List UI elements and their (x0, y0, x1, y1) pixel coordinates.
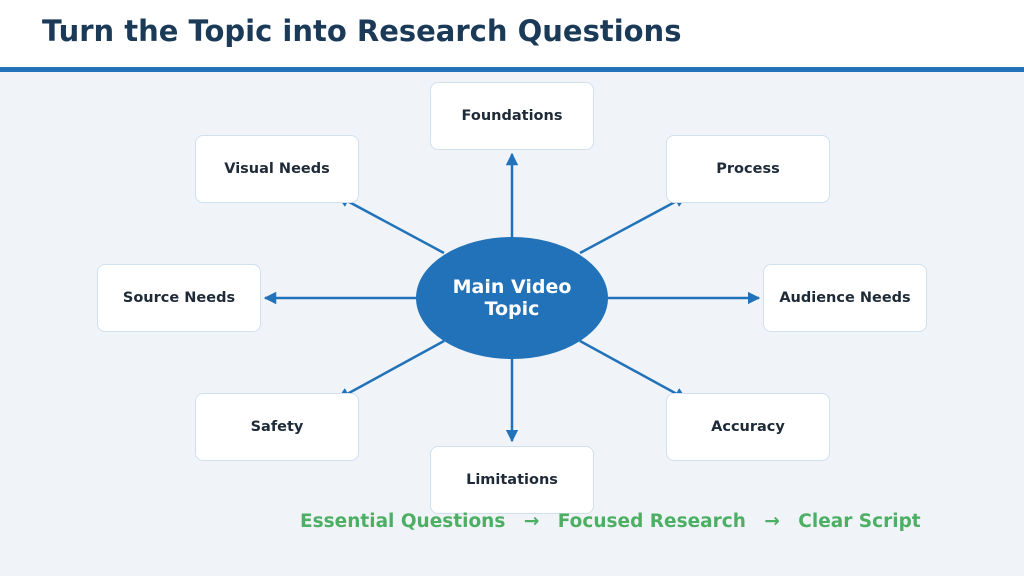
center-topic-label: Main Video Topic (452, 276, 572, 320)
node-label: Safety (250, 419, 304, 435)
node-label: Process (716, 161, 780, 177)
arrow-to-visual-needs (336, 194, 445, 255)
node-label: Accuracy (711, 419, 785, 435)
node-label: Foundations (461, 108, 563, 124)
node-visual-needs: Visual Needs (195, 135, 359, 203)
right-arrow-icon: → (523, 511, 540, 532)
node-label: Limitations (466, 472, 558, 488)
node-label: Audience Needs (779, 290, 911, 306)
node-process: Process (666, 135, 830, 203)
footer-flow: Essential Questions → Focused Research →… (300, 511, 921, 532)
footer-step: Focused Research (557, 511, 746, 532)
footer-step: Clear Script (798, 511, 921, 532)
node-accuracy: Accuracy (666, 393, 830, 461)
node-limitations: Limitations (430, 446, 594, 514)
node-audience-needs: Audience Needs (763, 264, 927, 332)
header-divider (0, 67, 1024, 72)
slide-title: Turn the Topic into Research Questions (42, 14, 682, 48)
center-topic-ellipse: Main Video Topic (416, 237, 608, 359)
arrow-to-accuracy (579, 339, 688, 401)
node-label: Visual Needs (224, 161, 330, 177)
node-safety: Safety (195, 393, 359, 461)
footer-step: Essential Questions (300, 511, 506, 532)
right-arrow-icon: → (764, 511, 780, 532)
node-source-needs: Source Needs (97, 264, 261, 332)
node-foundations: Foundations (430, 82, 594, 150)
arrow-to-process (579, 194, 688, 255)
node-label: Source Needs (122, 290, 236, 306)
slide-header: Turn the Topic into Research Questions (0, 0, 1024, 68)
arrow-to-safety (336, 339, 445, 401)
